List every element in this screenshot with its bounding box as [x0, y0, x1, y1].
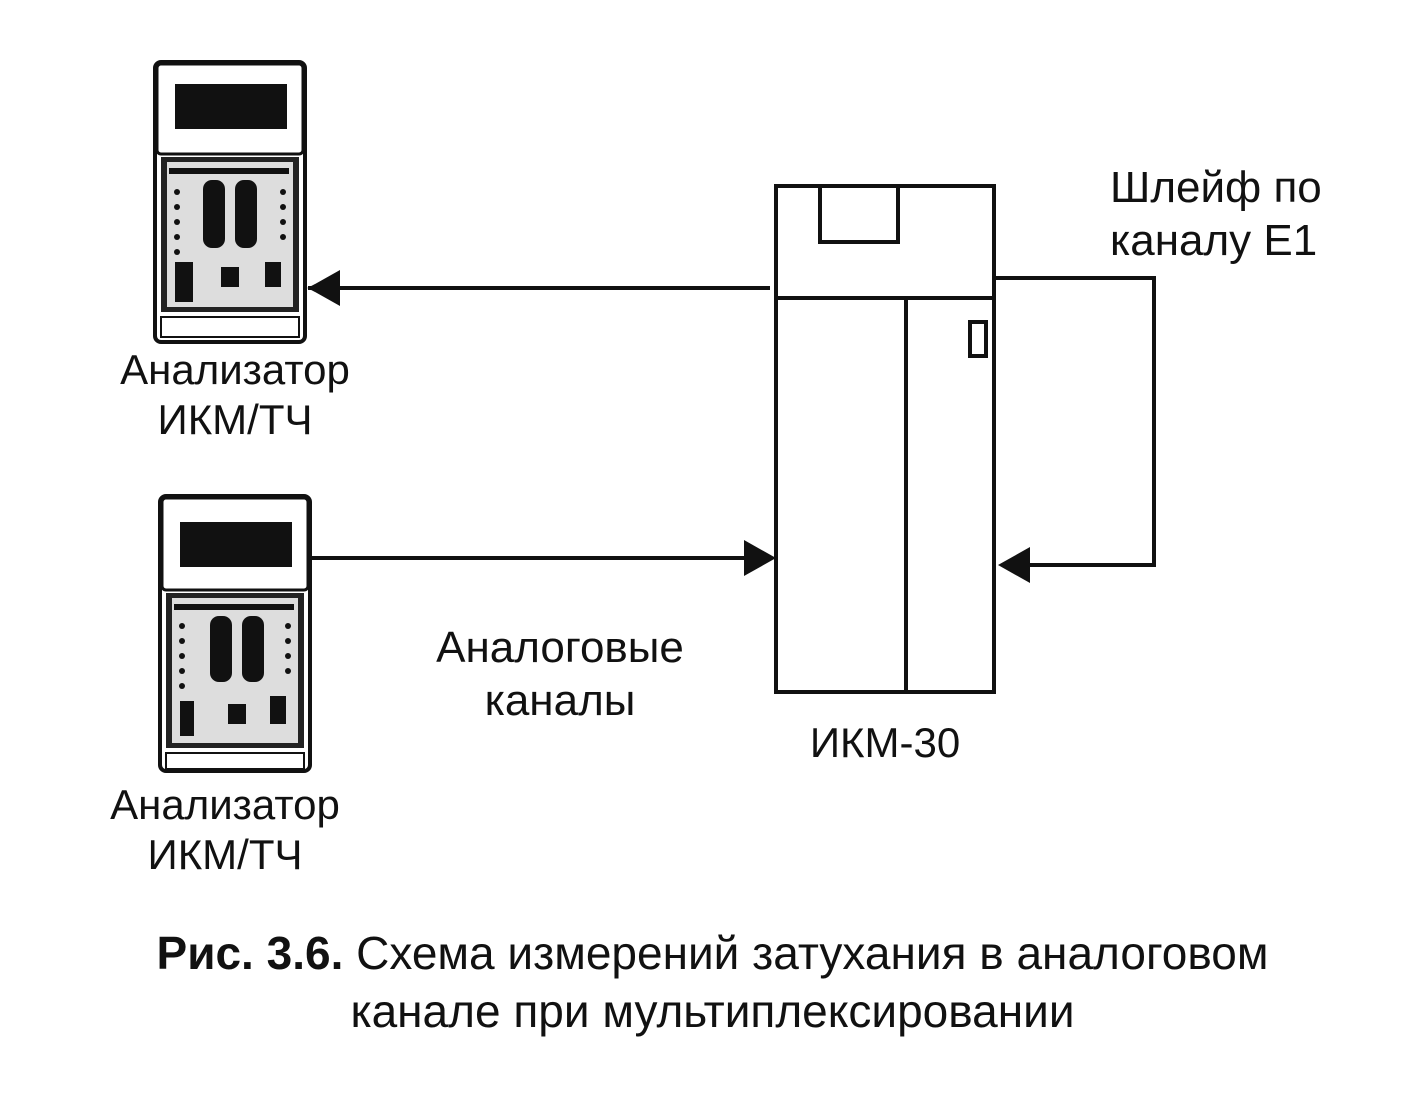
ikm30-label: ИКМ-30	[760, 718, 1010, 768]
analyzer-top-label-line2: ИКМ/ТЧ	[157, 396, 313, 444]
analyzer-bottom-label: Анализатор ИКМ/ТЧ	[75, 780, 375, 881]
e1-loop-arrowhead	[998, 547, 1030, 583]
analyzer-bottom-label-line1: Анализатор	[110, 781, 340, 828]
caption-line-1: Рис. 3.6. Схема измерений затухания в ан…	[0, 925, 1425, 983]
figure-caption: Рис. 3.6. Схема измерений затухания в ан…	[0, 925, 1425, 1040]
caption-figure-number: Рис. 3.6.	[156, 927, 344, 979]
analyzer-top-screen	[175, 84, 287, 129]
analog-channels-label-line1: Аналоговые	[436, 623, 684, 672]
analyzer-top-label-line1: Анализатор	[120, 346, 350, 393]
analyzer-top-label: Анализатор ИКМ/ТЧ	[85, 345, 385, 446]
e1-loop-label-line1: Шлейф по	[1110, 163, 1322, 212]
analyzer-bottom-device	[158, 494, 312, 773]
e1-loop-line	[996, 276, 1156, 567]
analog-channels-label: Аналоговые каналы	[400, 622, 720, 728]
ikm30-multiplexer	[774, 184, 996, 694]
caption-text-line1: Схема измерений затухания в аналоговом	[356, 927, 1269, 979]
analyzer-bottom-screen	[180, 522, 292, 567]
e1-loop-label-line2: каналу Е1	[1110, 215, 1318, 265]
ikm30-label-text: ИКМ-30	[809, 719, 961, 766]
caption-text-line2: канале при мультиплексировании	[350, 984, 1075, 1037]
analyzer-top-device	[153, 60, 307, 344]
analyzer-bottom-label-line2: ИКМ/ТЧ	[147, 831, 303, 879]
e1-loop-label: Шлейф по каналу Е1	[1110, 162, 1410, 268]
analog-channels-label-line2: каналы	[484, 675, 636, 725]
